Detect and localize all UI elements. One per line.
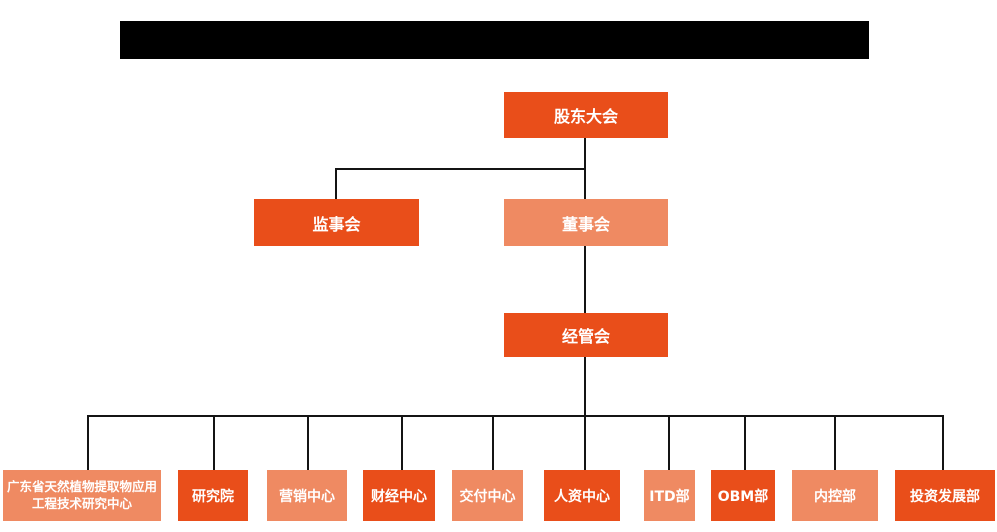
connector-line (584, 357, 586, 417)
org-box-board-of-directors: 董事会 (504, 199, 668, 246)
org-box-guangdong-research-center: 广东省天然植物提取物应用工程技术研究中心 (3, 470, 161, 521)
org-box-marketing-center: 营销中心 (267, 470, 347, 521)
connector-line (87, 415, 944, 417)
connector-line (492, 415, 494, 470)
connector-line (668, 415, 670, 470)
connector-line (87, 415, 89, 470)
org-box-internal-control-department: 内控部 (792, 470, 878, 521)
connector-line (942, 415, 944, 470)
org-box-delivery-center: 交付中心 (452, 470, 523, 521)
connector-line (335, 168, 337, 199)
connector-line (744, 415, 746, 470)
org-box-research-institute: 研究院 (178, 470, 248, 521)
org-box-management-committee: 经管会 (504, 313, 668, 357)
org-box-itd-department: ITD部 (644, 470, 695, 521)
org-box-obm-department: OBM部 (711, 470, 775, 521)
connector-line (584, 168, 586, 199)
org-box-hr-center: 人资中心 (544, 470, 620, 521)
org-box-supervisory-board: 监事会 (254, 199, 419, 246)
connector-line (834, 415, 836, 470)
org-box-investment-development-department: 投资发展部 (895, 470, 995, 521)
org-box-shareholders-meeting: 股东大会 (504, 92, 668, 138)
connector-line (307, 415, 309, 470)
connector-line (335, 168, 586, 170)
connector-line (584, 246, 586, 313)
title-bar-redacted (120, 21, 869, 59)
connector-line (213, 415, 215, 470)
org-box-finance-center: 财经中心 (363, 470, 435, 521)
connector-line (584, 138, 586, 169)
connector-line (401, 415, 403, 470)
connector-line (584, 415, 586, 470)
